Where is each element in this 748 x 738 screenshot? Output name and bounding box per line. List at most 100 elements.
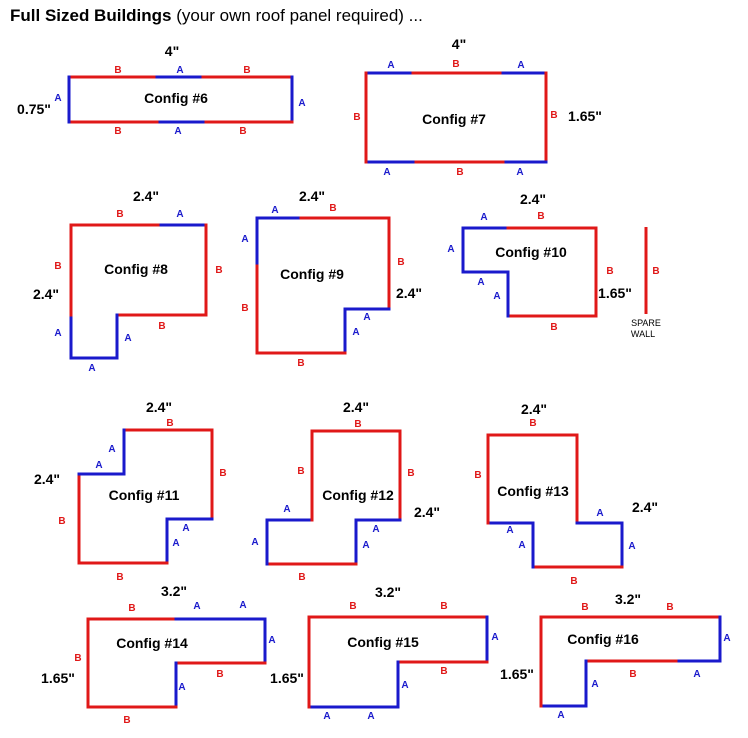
- config-10-name: Config #10: [495, 244, 567, 260]
- config-10-wall-label-a: A: [493, 291, 500, 302]
- config-13-wall-label-b: B: [529, 418, 536, 429]
- config-11-wall-label-b: B: [219, 468, 226, 479]
- config-12-wall-label-a: A: [362, 540, 369, 551]
- config-16-dimension: 1.65": [500, 666, 534, 682]
- config-14-wall-label-a: A: [193, 601, 200, 612]
- config-13-dimension: 2.4": [521, 401, 547, 417]
- config-9-wall-label-b: B: [397, 257, 404, 268]
- config-8-wall-label-b: B: [158, 321, 165, 332]
- config-10-wall-label-a: A: [477, 277, 484, 288]
- config-7-wall-label-a: A: [383, 167, 390, 178]
- page-title-rest: (your own roof panel required) ...: [171, 6, 423, 25]
- config-8-dimension: 2.4": [133, 188, 159, 204]
- config-9-wall-label-b: B: [297, 358, 304, 369]
- config-6-wall-label-a: A: [54, 93, 61, 104]
- config-8-wall-label-a: A: [124, 333, 131, 344]
- config-15-name: Config #15: [347, 634, 419, 650]
- config-15-dimension: 1.65": [270, 670, 304, 686]
- config-16-wall-label-a: A: [723, 633, 730, 644]
- config-7-wall-label-a: A: [517, 60, 524, 71]
- config-7-wall-label-a: A: [516, 167, 523, 178]
- config-7-wall-label-b: B: [550, 110, 557, 121]
- config-12-dimension: 2.4": [343, 399, 369, 415]
- config-7-name: Config #7: [422, 111, 486, 127]
- config-6-name: Config #6: [144, 90, 208, 106]
- config-14-wall-label-b: B: [74, 653, 81, 664]
- config-15-wall-label-b: B: [349, 601, 356, 612]
- config-6-dimension: 4": [165, 43, 179, 59]
- config-14-dimension: 3.2": [161, 583, 187, 599]
- config-13-wall-label-a: A: [596, 508, 603, 519]
- config-8-wall-label-a: A: [54, 328, 61, 339]
- config-13-wall-label-b: B: [474, 470, 481, 481]
- config-10-wall-label-b: B: [537, 211, 544, 222]
- config-12-wall-label-a: A: [251, 537, 258, 548]
- config-14-wall-label-a: A: [268, 635, 275, 646]
- spare-wall-label-line2: WALL: [631, 329, 655, 339]
- config-16-wall-label-a: A: [693, 669, 700, 680]
- config-8-wall-label-a: A: [88, 363, 95, 374]
- config-13-wall-label-a: A: [518, 540, 525, 551]
- config-12-wall-label-b: B: [298, 572, 305, 583]
- config-11-wall-label-a: A: [182, 523, 189, 534]
- config-12-wall-label-b: B: [407, 468, 414, 479]
- config-6-wall-label-b: B: [239, 126, 246, 137]
- config-9-dimension: 2.4": [299, 188, 325, 204]
- config-12-dimension: 2.4": [414, 504, 440, 520]
- config-10-wall-label-b: B: [606, 266, 613, 277]
- config-6-dimension: 0.75": [17, 101, 51, 117]
- config-9-name: Config #9: [280, 266, 344, 282]
- config-11-wall-label-b: B: [116, 572, 123, 583]
- config-9-wall-label-b: B: [329, 203, 336, 214]
- config-6-wall-label-b: B: [243, 65, 250, 76]
- config-12-wall-label-a: A: [283, 504, 290, 515]
- config-16-wall-label-a: A: [557, 710, 564, 721]
- config-7-wall-label-b: B: [452, 59, 459, 70]
- config-13-wall-label-a: A: [506, 525, 513, 536]
- config-6-wall-label-a: A: [176, 65, 183, 76]
- config-7-wall-label-a: A: [387, 60, 394, 71]
- config-15-wall-label-b: B: [440, 666, 447, 677]
- config-13-wall-label-b: B: [570, 576, 577, 587]
- config-6-wall-label-b: B: [114, 126, 121, 137]
- config-14-dimension: 1.65": [41, 670, 75, 686]
- config-15-dimension: 3.2": [375, 584, 401, 600]
- config-14-wall-label-a: A: [239, 600, 246, 611]
- config-15-wall-label-a: A: [323, 711, 330, 722]
- config-12-wall-label-b: B: [297, 466, 304, 477]
- config-8-wall-label-b: B: [215, 265, 222, 276]
- config-13-name: Config #13: [497, 483, 569, 499]
- config-12-wall-label-a: A: [372, 524, 379, 535]
- config-11-wall-label-a: A: [172, 538, 179, 549]
- config-15-wall-label-a: A: [367, 711, 374, 722]
- config-8-wall-label-b: B: [116, 209, 123, 220]
- spare-wall-label-line1: SPARE: [631, 318, 661, 328]
- config-10-wall-label-a: A: [447, 244, 454, 255]
- config-14-wall-label-b: B: [128, 603, 135, 614]
- config-7-wall-label-b: B: [456, 167, 463, 178]
- config-10-dimension: 2.4": [520, 191, 546, 207]
- spare-wall-label-b: B: [652, 266, 659, 277]
- config-9-wall-label-b: B: [241, 303, 248, 314]
- config-8-wall-label-a: A: [176, 209, 183, 220]
- config-9-dimension: 2.4": [396, 285, 422, 301]
- config-13-dimension: 2.4": [632, 499, 658, 515]
- config-16-wall-label-b: B: [581, 602, 588, 613]
- config-7-dimension: 1.65": [568, 108, 602, 124]
- config-10-dimension: 1.65": [598, 285, 632, 301]
- config-8-wall-label-b: B: [54, 261, 61, 272]
- config-11-dimension: 2.4": [146, 399, 172, 415]
- config-16-name: Config #16: [567, 631, 639, 647]
- config-12-name: Config #12: [322, 487, 394, 503]
- config-11-dimension: 2.4": [34, 471, 60, 487]
- config-6-wall-label-a: A: [298, 98, 305, 109]
- config-11-wall-label-a: A: [95, 460, 102, 471]
- config-14-wall-label-b: B: [123, 715, 130, 726]
- config-14-wall-label-a: A: [178, 682, 185, 693]
- config-15-wall-label-a: A: [491, 632, 498, 643]
- config-10-wall-label-a: A: [480, 212, 487, 223]
- config-7-dimension: 4": [452, 36, 466, 52]
- config-11-wall-label-a: A: [108, 444, 115, 455]
- config-9-wall-label-a: A: [271, 205, 278, 216]
